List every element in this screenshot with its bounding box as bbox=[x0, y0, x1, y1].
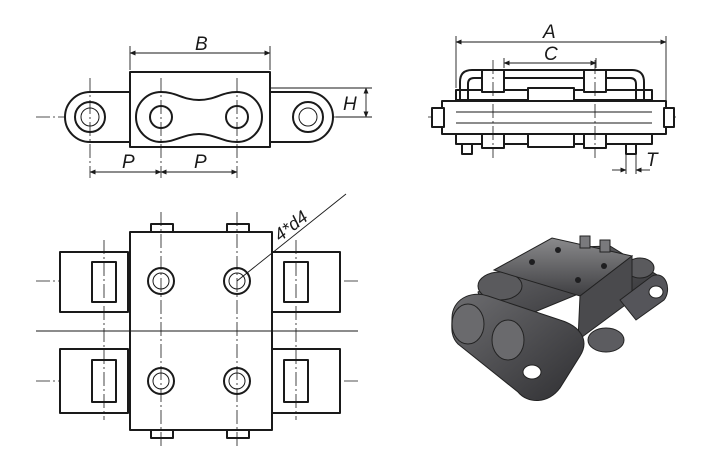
pin-tab-top-right bbox=[226, 223, 250, 233]
side-pin-head-left bbox=[461, 143, 473, 155]
front-view: B H P P bbox=[36, 34, 372, 178]
render-link-hole-front bbox=[522, 364, 542, 380]
side-center-block-top bbox=[527, 87, 575, 102]
label-p-right: P bbox=[194, 152, 207, 173]
pin-right bbox=[298, 107, 318, 127]
pin-hole-right bbox=[292, 101, 324, 133]
isometric-render bbox=[451, 235, 668, 401]
render-hole-1 bbox=[529, 259, 535, 265]
label-4xd4: 4*d4 bbox=[270, 207, 312, 246]
side-view: A C T bbox=[428, 22, 676, 174]
side-attachment-u bbox=[459, 69, 645, 100]
pin-tab-bottom-right bbox=[226, 429, 250, 439]
render-pin-head-1 bbox=[579, 235, 591, 249]
leader-d4 bbox=[236, 193, 347, 282]
label-b: B bbox=[195, 34, 208, 55]
label-c: C bbox=[544, 44, 558, 65]
render-roller-front-2 bbox=[491, 319, 525, 361]
pin-tab-bottom-left bbox=[150, 429, 174, 439]
render-link-hole-right bbox=[648, 285, 664, 299]
pin-tab-top-left bbox=[150, 223, 174, 233]
label-p-left: P bbox=[122, 152, 135, 173]
label-a: A bbox=[542, 22, 556, 43]
label-t: T bbox=[646, 150, 659, 171]
side-pin-head-right bbox=[625, 143, 637, 155]
render-hole-3 bbox=[575, 277, 581, 283]
render-hole-2 bbox=[555, 247, 561, 253]
inner-link-figure-eight bbox=[135, 91, 263, 143]
render-roller-side bbox=[587, 327, 625, 353]
side-pin-end-right bbox=[663, 107, 675, 128]
side-center-block-bottom bbox=[527, 133, 575, 148]
label-h: H bbox=[343, 94, 357, 115]
top-view: 4*d4 bbox=[36, 193, 358, 446]
side-attachment-u-inner bbox=[467, 77, 637, 100]
render-pin-head-2 bbox=[599, 239, 611, 253]
render-hole-4 bbox=[601, 263, 607, 269]
side-pin-body bbox=[441, 100, 667, 135]
render-roller-front-1 bbox=[451, 303, 485, 345]
side-pin-end-left bbox=[431, 107, 445, 128]
